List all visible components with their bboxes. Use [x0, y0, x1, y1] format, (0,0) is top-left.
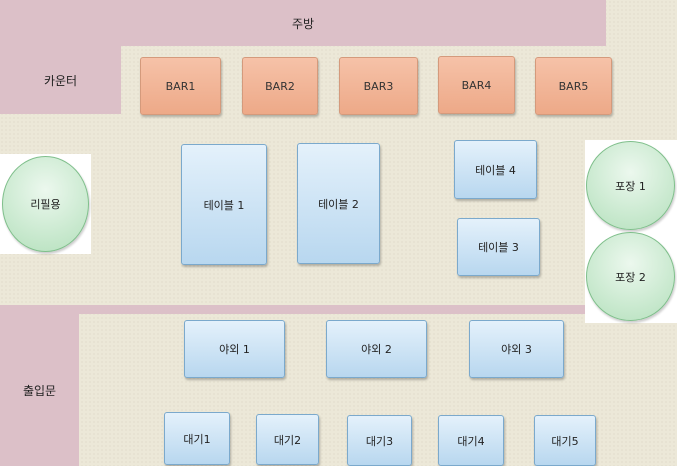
entrance-zone: 출입문	[0, 314, 79, 466]
waiting-seat-4[interactable]: 대기4	[438, 415, 504, 466]
table-label: 테이블 1	[203, 198, 245, 212]
takeout-station-1[interactable]: 포장 1	[586, 141, 675, 230]
takeout-label: 포장 1	[615, 179, 646, 193]
bar-seat-3[interactable]: BAR3	[339, 57, 418, 115]
outdoor-table-label: 야외 1	[219, 343, 250, 356]
outdoor-table-1[interactable]: 야외 1	[184, 320, 285, 378]
outdoor-table-label: 야외 3	[501, 343, 532, 356]
outdoor-table-label: 야외 2	[361, 343, 392, 356]
waiting-seat-label: 대기4	[457, 434, 485, 448]
counter-label: 카운터	[43, 73, 78, 88]
outdoor-table-3[interactable]: 야외 3	[469, 320, 564, 378]
takeout-label: 포장 2	[615, 270, 646, 284]
table-label: 테이블 4	[475, 163, 516, 177]
table-3[interactable]: 테이블 3	[457, 218, 540, 276]
waiting-seat-label: 대기5	[551, 434, 579, 448]
bar-seat-4[interactable]: BAR4	[438, 56, 515, 114]
waiting-seat-5[interactable]: 대기5	[534, 415, 596, 466]
kitchen-zone: 주방	[0, 0, 606, 46]
table-2[interactable]: 테이블 2	[297, 143, 380, 264]
bar-seat-label: BAR3	[363, 79, 394, 93]
refill-label: 리필용	[30, 198, 61, 211]
counter-zone: 카운터	[0, 46, 121, 114]
waiting-seat-label: 대기3	[365, 434, 394, 448]
takeout-station-2[interactable]: 포장 2	[586, 232, 675, 321]
bar-seat-2[interactable]: BAR2	[242, 57, 318, 115]
waiting-seat-2[interactable]: 대기2	[256, 414, 319, 465]
aisle-divider	[0, 305, 585, 314]
table-label: 테이블 3	[478, 241, 519, 254]
kitchen-label: 주방	[291, 16, 315, 31]
table-label: 테이블 2	[318, 197, 359, 211]
refill-station[interactable]: 리필용	[2, 156, 89, 252]
waiting-seat-1[interactable]: 대기1	[164, 412, 230, 465]
waiting-seat-label: 대기1	[183, 432, 211, 446]
table-4[interactable]: 테이블 4	[454, 140, 537, 199]
waiting-seat-3[interactable]: 대기3	[347, 415, 412, 466]
bar-seat-label: BAR1	[165, 79, 196, 93]
bar-seat-label: BAR5	[558, 79, 589, 93]
bar-seat-label: BAR2	[265, 79, 295, 93]
bar-seat-5[interactable]: BAR5	[535, 57, 612, 115]
table-1[interactable]: 테이블 1	[181, 144, 267, 265]
bar-seat-label: BAR4	[461, 78, 492, 92]
outdoor-table-2[interactable]: 야외 2	[326, 320, 427, 378]
entrance-label: 출입문	[22, 383, 57, 398]
waiting-seat-label: 대기2	[273, 433, 302, 447]
bar-seat-1[interactable]: BAR1	[140, 57, 221, 115]
